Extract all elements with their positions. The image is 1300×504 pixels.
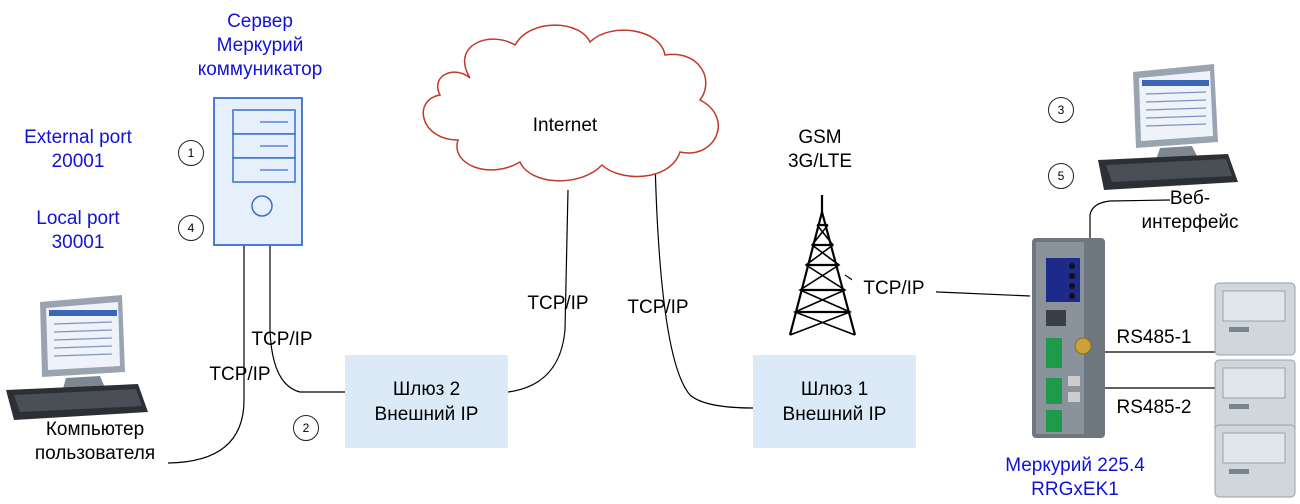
line-device-web [1089,199,1171,238]
line-internet-gateway1 [654,159,754,409]
line-server-user-pc [167,245,245,464]
line-gateway2-internet [507,189,569,393]
router-device-icon [1032,238,1105,438]
user-pc-label: Компьютер пользователя [34,419,156,464]
electricity-meters-icon [1214,282,1296,498]
external-port-label: External port 20001 [24,127,132,172]
internet-label: Internet [532,115,598,136]
step-3-badge: 3 [1048,97,1074,123]
server-label: Сервер Меркурий коммуникатор [197,11,323,80]
gsm-tower-icon [788,195,857,336]
gateway-1-box: Шлюз 1 Внешний IP [753,355,916,448]
rs485-1-label: RS485-1 [1116,327,1192,348]
gateway-2-name: Шлюз 2 [392,378,461,400]
gateway-2-box: Шлюз 2 Внешний IP [345,355,508,448]
tcpip-label-tower-device: TCP/IP [852,277,936,301]
device-label: Меркурий 225.4 RRGxEK1 [1005,455,1145,500]
server-icon [213,97,303,246]
gateway-1-name: Шлюз 1 [800,378,869,400]
step-1-badge: 1 [178,140,204,166]
web-interface-label: Веб- интерфейс [1141,188,1239,233]
tcpip-label-gw2-internet: TCP/IP [527,293,589,314]
gsm-label: GSM 3G/LTE [787,127,853,172]
tcpip-label-server-gw2: TCP/IP [251,329,313,350]
local-port-label: Local port 30001 [36,208,120,253]
step-5-badge: 5 [1048,163,1074,189]
web-computer-icon [1098,64,1238,190]
gateway-2-ip: Внешний IP [374,403,479,425]
tcpip-label-internet-gw1: TCP/IP [627,297,689,318]
step-4-badge: 4 [178,215,204,241]
user-computer-icon [6,295,148,420]
tcpip-label-server-user: TCP/IP [209,364,271,385]
rs485-2-label: RS485-2 [1116,397,1192,418]
gateway-1-ip: Внешний IP [782,403,887,425]
internet-cloud [422,24,719,182]
line-server-gateway2 [269,245,345,393]
step-2-badge: 2 [293,415,319,441]
